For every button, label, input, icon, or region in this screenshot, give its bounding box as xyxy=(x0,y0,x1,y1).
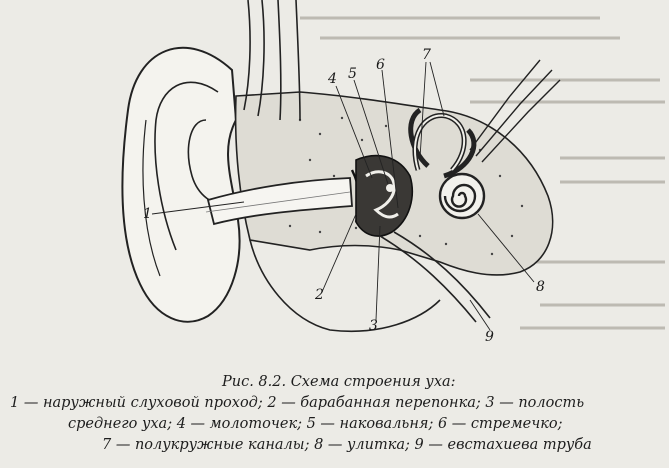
auditory-nerve xyxy=(469,59,561,163)
background-text-lines xyxy=(300,16,665,330)
label-3: 3 xyxy=(369,318,378,334)
upper-tissue-layers xyxy=(243,0,301,121)
label-5: 5 xyxy=(348,66,357,82)
label-8: 8 xyxy=(536,279,545,295)
lower-tissue xyxy=(249,239,441,333)
semicircular-canals-inner xyxy=(413,114,466,171)
label-1: 1 xyxy=(143,206,152,222)
eustachian-tube xyxy=(379,231,491,323)
ear-canal xyxy=(205,177,353,226)
label-2: 2 xyxy=(315,287,324,303)
cochlea xyxy=(438,172,486,220)
caption-line: среднего уха; 4 — молоточек; 5 — наковал… xyxy=(68,416,563,432)
figure-caption: Рис. 8.2. Схема строения уха: 1 — наружн… xyxy=(8,372,663,456)
auricle xyxy=(121,46,241,323)
label-6: 6 xyxy=(376,57,385,73)
caption-title: Рис. 8.2. Схема строения уха: xyxy=(222,374,456,390)
caption-line: 7 — полукружные каналы; 8 — улитка; 9 — … xyxy=(102,437,592,453)
label-4: 4 xyxy=(328,71,337,87)
leader-lines xyxy=(151,61,535,331)
label-7: 7 xyxy=(422,47,431,63)
middle-ear-cavity xyxy=(355,154,414,237)
ossicles xyxy=(365,170,399,219)
label-9: 9 xyxy=(485,329,494,345)
caption-line: 1 — наружный слуховой проход; 2 — бараба… xyxy=(10,395,585,411)
